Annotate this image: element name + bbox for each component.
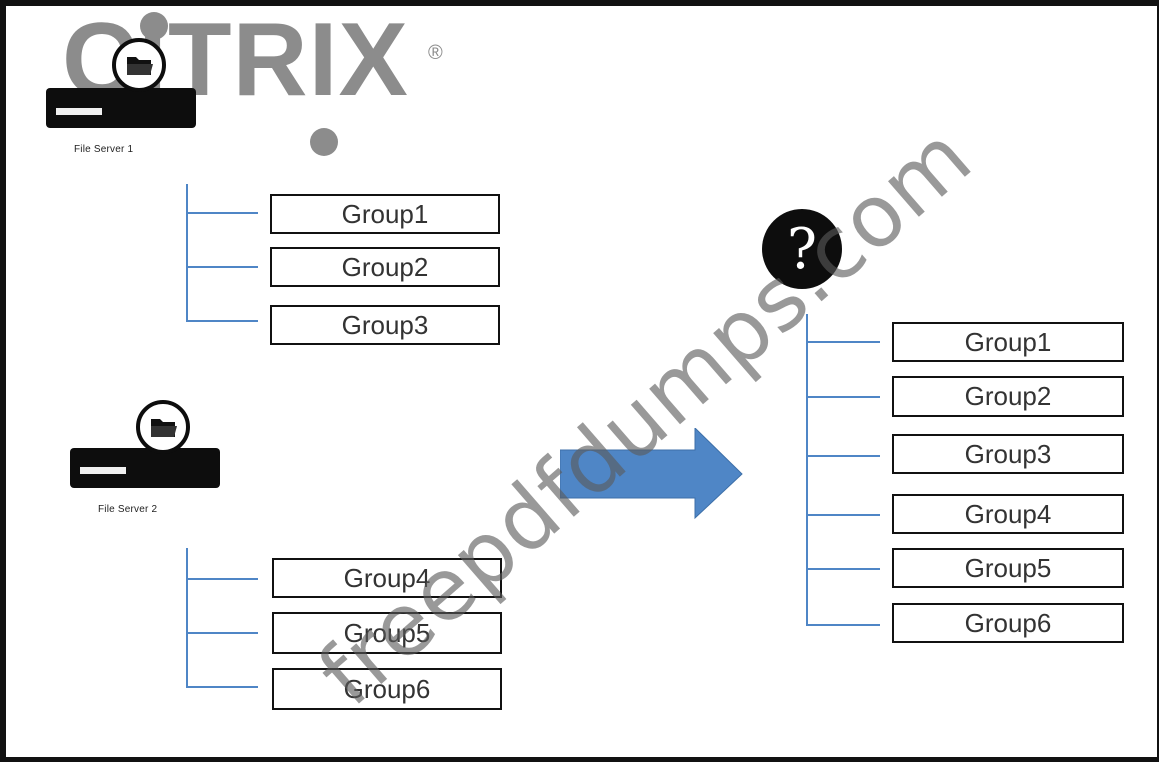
folder-icon — [136, 400, 190, 454]
right-arrow-icon — [559, 426, 745, 525]
server-chassis-1 — [46, 88, 196, 128]
source-group-box: Group5 — [272, 612, 502, 654]
question-mark-icon: ? — [762, 209, 842, 289]
tree-branch — [186, 686, 258, 688]
tree-line-server1 — [186, 184, 188, 322]
tree-branch — [186, 320, 258, 322]
file-server-1-label: File Server 1 — [74, 144, 134, 155]
tree-branch — [806, 341, 880, 343]
tree-branch — [186, 632, 258, 634]
source-group-box: Group1 — [270, 194, 500, 234]
server-slot-1 — [56, 108, 102, 115]
tree-branch — [806, 568, 880, 570]
tree-branch — [806, 624, 880, 626]
tree-branch — [806, 396, 880, 398]
source-group-box: Group3 — [270, 305, 500, 345]
tree-branch — [186, 212, 258, 214]
server-chassis-2 — [70, 448, 220, 488]
tree-branch — [806, 514, 880, 516]
logo-dot-bottom — [310, 128, 338, 156]
file-server-1: File Server 1 — [46, 38, 206, 168]
target-group-box: Group5 — [892, 548, 1124, 588]
target-group-box: Group2 — [892, 376, 1124, 417]
file-server-2: File Server 2 — [70, 400, 230, 525]
registered-mark: ® — [428, 42, 443, 64]
target-group-box: Group1 — [892, 322, 1124, 362]
tree-line-target — [806, 314, 808, 626]
file-server-2-label: File Server 2 — [98, 504, 158, 515]
target-group-box: Group4 — [892, 494, 1124, 534]
folder-icon — [112, 38, 166, 92]
target-group-box: Group3 — [892, 434, 1124, 474]
logo-dot-top — [140, 12, 168, 40]
source-group-box: Group2 — [270, 247, 500, 287]
source-group-box: Group4 — [272, 558, 502, 598]
tree-branch — [806, 455, 880, 457]
server-slot-2 — [80, 467, 126, 474]
tree-line-server2 — [186, 548, 188, 688]
target-group-box: Group6 — [892, 603, 1124, 643]
source-group-box: Group6 — [272, 668, 502, 710]
tree-branch — [186, 578, 258, 580]
tree-branch — [186, 266, 258, 268]
